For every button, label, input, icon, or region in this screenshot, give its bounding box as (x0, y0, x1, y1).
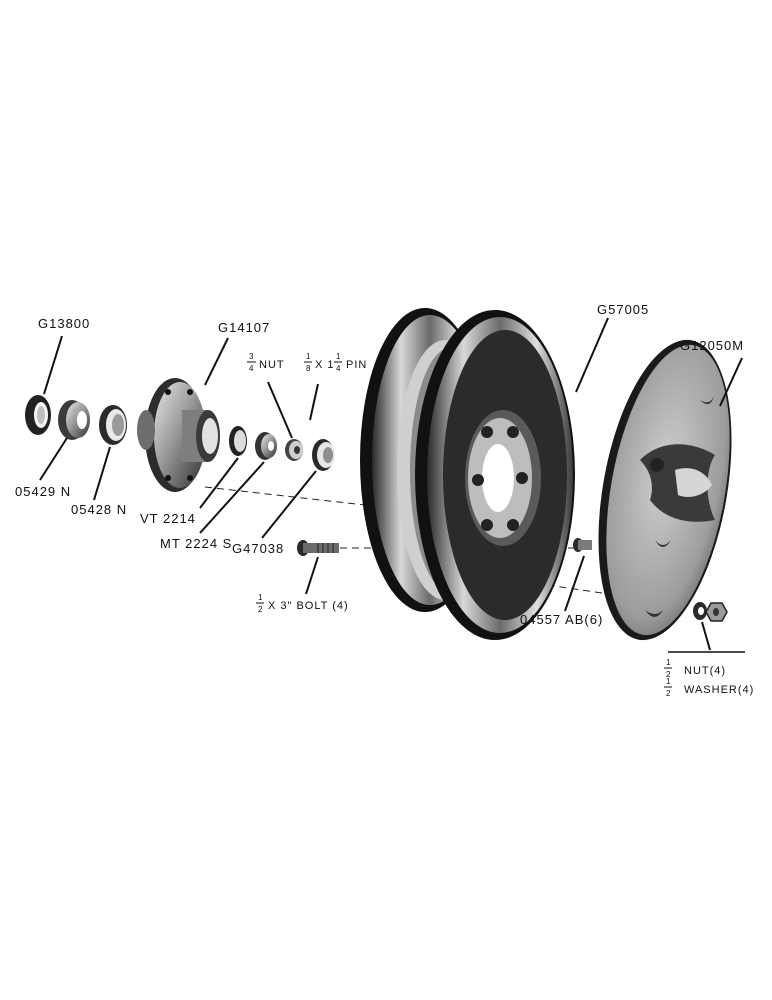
bearing-cone-05429n (58, 400, 90, 440)
label-vt2214: VT 2214 (140, 511, 196, 526)
leader-g12050m (719, 357, 743, 407)
leader-05429n (39, 437, 68, 481)
hex-nut (705, 602, 728, 622)
label-g12050m: G12050M (680, 338, 744, 353)
pin-fraction1-denominator: 8 (306, 364, 311, 373)
label-pin-x: X 1 (315, 359, 335, 371)
label-05428n: 05428 N (71, 502, 127, 517)
pin-fraction2-denominator: 4 (336, 364, 341, 373)
wheel-stud-04557ab (573, 538, 592, 552)
dust-cap-g47038 (312, 439, 335, 471)
bearing-cup-05428n (99, 405, 127, 445)
bearing-cone-mt2224s (255, 432, 277, 460)
label-nut: NUT (259, 359, 285, 371)
nut4-fraction-denominator: 2 (666, 670, 671, 679)
label-washer: WASHER(4) (684, 684, 754, 696)
leader-g47038 (261, 470, 317, 539)
label-g13800: G13800 (38, 316, 90, 331)
washer (693, 602, 707, 620)
bolt-fraction-denominator: 2 (258, 605, 263, 614)
label-05429n: 05429 N (15, 484, 71, 499)
leader-mt2224s (199, 461, 265, 534)
hub-g14107 (137, 378, 220, 492)
washer-fraction-denominator: 2 (666, 689, 671, 698)
bolt (297, 540, 339, 556)
leader-g57005 (575, 317, 609, 393)
wheel-rim-g57005 (360, 308, 575, 640)
nut4-fraction-numerator: 1 (666, 658, 671, 667)
label-mt2224s: MT 2224 S (160, 536, 232, 551)
label-nut4: NUT(4) (684, 665, 726, 677)
leader-nut (267, 381, 293, 439)
label-bolt: X 3" BOLT (4) (268, 600, 349, 612)
pin-fraction1-numerator: 1 (306, 352, 311, 361)
leader-bolt (305, 556, 319, 595)
label-pin: PIN (346, 359, 367, 371)
wheel-cover-g12050m (598, 339, 732, 641)
pin-fraction2-numerator: 1 (336, 352, 341, 361)
nut-fraction-numerator: 3 (249, 352, 254, 361)
leader-g14107 (204, 337, 229, 386)
label-g57005: G57005 (597, 302, 649, 317)
leader-nut-washer (701, 621, 711, 651)
leader-pin (309, 383, 319, 421)
nut-fraction-denominator: 4 (249, 364, 254, 373)
leader-g13800 (43, 335, 63, 395)
leader-vt2214 (199, 457, 239, 509)
label-g14107: G14107 (218, 320, 270, 335)
alignment-line-upper (204, 486, 366, 506)
bolt-fraction-numerator: 1 (258, 593, 263, 602)
bearing-cup-vt2214 (229, 426, 247, 456)
label-g47038: G47038 (232, 541, 284, 556)
washer-fraction-numerator: 1 (666, 677, 671, 686)
leader-04557ab (564, 555, 585, 612)
label-04557ab: 04557 AB(6) (520, 612, 603, 627)
seal-g13800 (25, 395, 51, 435)
castle-nut (285, 439, 303, 461)
leader-05428n (93, 446, 111, 501)
